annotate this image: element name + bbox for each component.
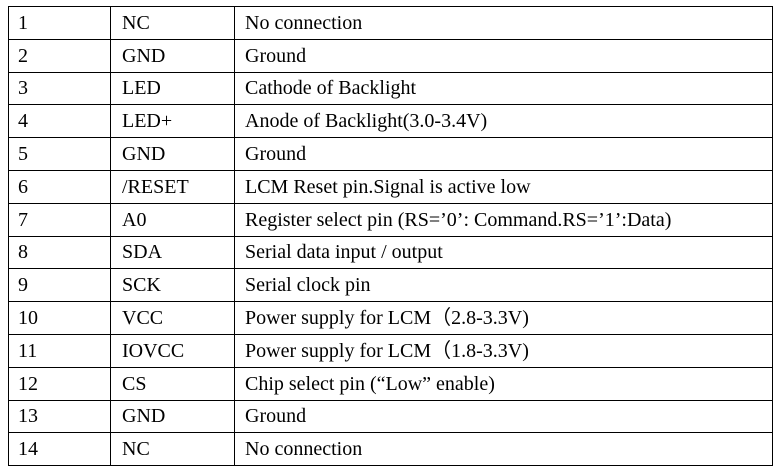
pin-number-cell: 13 <box>8 399 111 434</box>
pin-function-cell: Serial clock pin <box>234 268 773 303</box>
pin-symbol-cell: NC <box>110 432 235 467</box>
pin-number-cell: 14 <box>8 432 111 467</box>
pin-symbol-cell: LED+ <box>110 104 235 139</box>
pin-function-cell: Ground <box>234 137 773 171</box>
pin-number-cell: 3 <box>8 71 111 106</box>
pin-number-cell: 5 <box>8 137 111 171</box>
pin-number-cell: 6 <box>8 169 111 204</box>
table-row: 7 A0 Register select pin (RS=’0’: Comman… <box>8 202 773 237</box>
table-row: 14 NC No connection <box>8 432 773 467</box>
pin-function-cell: Serial data input / output <box>234 235 773 270</box>
table-row: 1 NC No connection <box>8 6 773 40</box>
pin-number-cell: 9 <box>8 268 111 303</box>
pin-function-cell: Chip select pin (“Low” enable) <box>234 366 773 401</box>
pin-symbol-cell: CS <box>110 366 235 401</box>
table-row: 13 GND Ground <box>8 399 773 434</box>
pin-function-cell: Register select pin (RS=’0’: Command.RS=… <box>234 202 773 237</box>
pin-function-cell: Anode of Backlight(3.0-3.4V) <box>234 104 773 139</box>
pin-number-cell: 2 <box>8 38 111 73</box>
pin-symbol-cell: VCC <box>110 301 235 335</box>
table-row: 10 VCC Power supply for LCM（2.8-3.3V) <box>8 301 773 335</box>
pin-function-cell: Power supply for LCM（2.8-3.3V) <box>234 301 773 335</box>
table-row: 3 LED Cathode of Backlight <box>8 71 773 106</box>
pin-number-cell: 7 <box>8 202 111 237</box>
pin-symbol-cell: LED <box>110 71 235 106</box>
pin-function-cell: No connection <box>234 6 773 40</box>
pin-symbol-cell: GND <box>110 399 235 434</box>
table-row: 5 GND Ground <box>8 137 773 171</box>
pin-symbol-cell: NC <box>110 6 235 40</box>
pin-function-cell: Ground <box>234 38 773 73</box>
table-row: 11 IOVCC Power supply for LCM（1.8-3.3V) <box>8 333 773 368</box>
pin-function-cell: Power supply for LCM（1.8-3.3V) <box>234 333 773 368</box>
pin-function-cell: Cathode of Backlight <box>234 71 773 106</box>
pin-number-cell: 10 <box>8 301 111 335</box>
pin-function-cell: Ground <box>234 399 773 434</box>
pin-table: 1 NC No connection 2 GND Ground 3 LED Ca… <box>8 6 773 467</box>
pin-function-cell: LCM Reset pin.Signal is active low <box>234 169 773 204</box>
table-row: 2 GND Ground <box>8 38 773 73</box>
pin-number-cell: 8 <box>8 235 111 270</box>
table-row: 4 LED+ Anode of Backlight(3.0-3.4V) <box>8 104 773 139</box>
table-row: 12 CS Chip select pin (“Low” enable) <box>8 366 773 401</box>
pin-number-cell: 1 <box>8 6 111 40</box>
pin-function-cell: No connection <box>234 432 773 467</box>
pin-symbol-cell: IOVCC <box>110 333 235 368</box>
pin-number-cell: 11 <box>8 333 111 368</box>
table-row: 6 /RESET LCM Reset pin.Signal is active … <box>8 169 773 204</box>
pin-symbol-cell: A0 <box>110 202 235 237</box>
pin-number-cell: 4 <box>8 104 111 139</box>
table-row: 8 SDA Serial data input / output <box>8 235 773 270</box>
pin-number-cell: 12 <box>8 366 111 401</box>
pin-symbol-cell: GND <box>110 137 235 171</box>
pin-symbol-cell: SDA <box>110 235 235 270</box>
pin-symbol-cell: SCK <box>110 268 235 303</box>
table-row: 9 SCK Serial clock pin <box>8 268 773 303</box>
pin-symbol-cell: GND <box>110 38 235 73</box>
pin-symbol-cell: /RESET <box>110 169 235 204</box>
